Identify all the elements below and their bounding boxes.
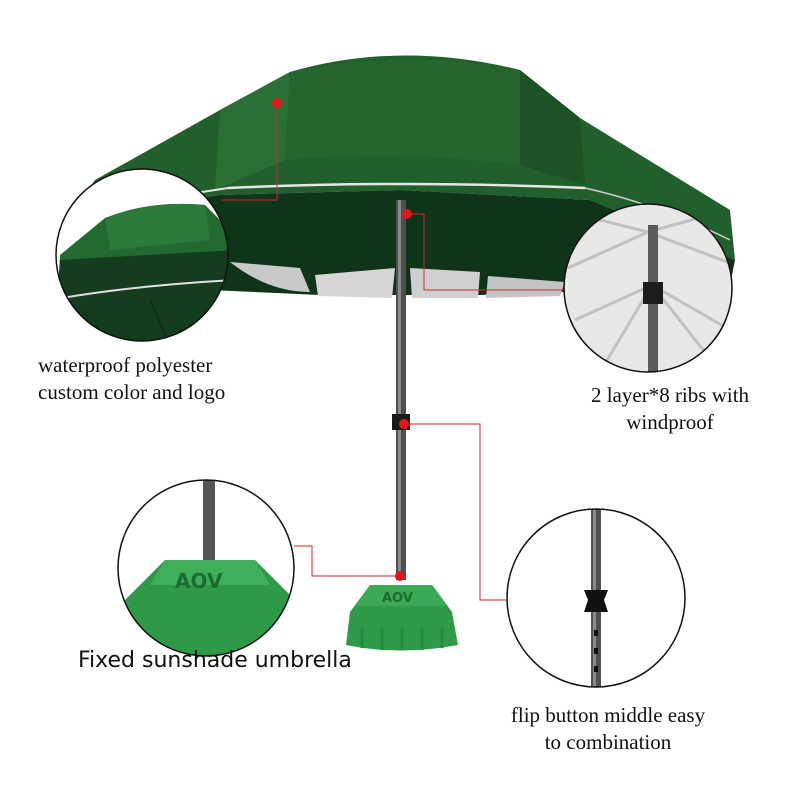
marker-base xyxy=(395,571,405,581)
zoom-canopy-ring xyxy=(55,168,229,342)
marker-flip xyxy=(399,419,409,429)
zoom-base-ring xyxy=(117,479,295,657)
zoom-flip xyxy=(506,508,686,688)
caption-waterproof-line2: custom color and logo xyxy=(38,380,226,404)
caption-fixed: Fixed sunshade umbrella xyxy=(78,647,378,674)
canopy-panel xyxy=(215,72,290,190)
svg-text:AOV: AOV xyxy=(175,569,223,593)
leader-canopy xyxy=(222,103,278,201)
zoom-base: AOV xyxy=(117,479,295,657)
canopy-lining xyxy=(486,276,565,298)
marker-ribs xyxy=(402,209,412,219)
caption-flip: flip button middle easy to combination xyxy=(478,702,738,756)
marker-canopy xyxy=(272,98,282,108)
leader-lines xyxy=(222,103,566,601)
zoom-canopy xyxy=(55,168,229,342)
markers xyxy=(272,98,412,581)
zoom-ribs xyxy=(563,203,733,373)
canopy-edge-trim xyxy=(227,182,586,190)
zoom-flip-ring xyxy=(506,508,686,688)
caption-flip-line2: to combination xyxy=(544,730,672,754)
caption-ribs-line1: 2 layer*8 ribs with xyxy=(590,383,750,407)
canopy-panel xyxy=(520,70,585,185)
canopy-lining xyxy=(230,262,310,292)
canopy-panel xyxy=(285,59,520,166)
leader-ribs xyxy=(407,213,566,291)
water-base-top xyxy=(356,585,448,606)
leader-base xyxy=(294,545,400,577)
caption-waterproof: waterproof polyester custom color and lo… xyxy=(38,352,298,406)
caption-waterproof-line1: waterproof polyester xyxy=(38,353,213,377)
canopy-lining xyxy=(315,268,395,298)
zoom-ribs-ring xyxy=(563,203,733,373)
canopy-lining xyxy=(410,268,480,298)
caption-ribs: 2 layer*8 ribs with windproof xyxy=(560,382,780,436)
pole-highlight xyxy=(398,200,401,580)
base-ribs xyxy=(360,628,444,650)
base-logo-mark: AOV xyxy=(382,591,413,606)
caption-flip-line1: flip button middle easy xyxy=(510,703,706,727)
caption-fixed-line1: Fixed sunshade umbrella xyxy=(78,648,352,673)
leader-flip xyxy=(404,423,506,601)
caption-ribs-line2: windproof xyxy=(626,410,714,434)
